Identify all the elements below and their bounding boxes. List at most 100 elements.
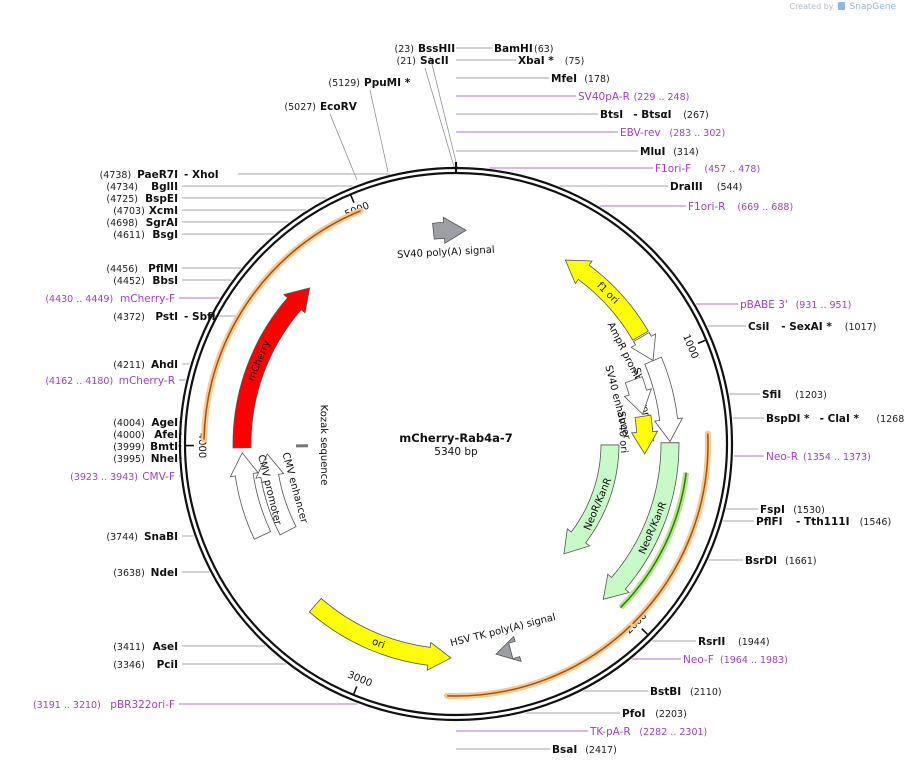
tick-mark xyxy=(350,195,355,203)
site-position: (75) xyxy=(565,56,585,67)
primer-range: (3191 .. 3210) xyxy=(33,700,101,711)
site-label: AseI(3411) xyxy=(113,641,178,653)
site-position: (3346) xyxy=(113,660,145,671)
orange-arc xyxy=(629,433,709,627)
feature-label: Kozak sequence xyxy=(318,405,330,486)
plasmid-size: 5340 bp xyxy=(434,446,478,458)
feature-label: SV40 ori xyxy=(615,411,629,454)
site-position: (63) xyxy=(534,44,554,55)
tick-mark xyxy=(353,686,358,695)
primer-name: SV40pA-R xyxy=(578,91,630,103)
primer-label: pBR322ori-F (3191 .. 3210) xyxy=(33,699,175,711)
site-suffix: - SexAI * xyxy=(781,321,832,333)
site-position: (4372) xyxy=(113,312,145,323)
site-name: FspI xyxy=(760,504,785,516)
site-name: NdeI xyxy=(151,567,178,579)
site-name: NheI xyxy=(151,453,178,465)
site-name: BspEI xyxy=(145,193,178,205)
site-position: (4698) xyxy=(106,218,138,229)
feature-mcherry xyxy=(232,287,311,449)
site-position: (4211) xyxy=(113,360,145,371)
feature-label: ori xyxy=(370,636,386,651)
site-name: PflFI xyxy=(756,516,783,528)
site-position: (1944) xyxy=(738,637,770,648)
leader-line xyxy=(424,67,456,171)
site-label: XcmI (4703) xyxy=(113,205,178,217)
site-label: PciI(3346) xyxy=(113,659,178,671)
orange-arcs xyxy=(201,207,711,699)
site-position: (178) xyxy=(584,74,610,85)
tick-mark xyxy=(697,339,706,345)
site-label: BmtI(3999) xyxy=(113,441,178,453)
primer-range: (1964 .. 1983) xyxy=(720,655,788,666)
site-name: SgrAI xyxy=(146,217,178,229)
snapgene-logo-icon xyxy=(838,2,846,10)
site-label: BsgI(4611) xyxy=(113,229,178,241)
primer-label: mCherry-F(4430 .. 4449) xyxy=(45,293,175,305)
site-position: (1268) xyxy=(876,414,904,425)
site-label: NdeI(3638) xyxy=(113,567,178,579)
site-position: (1546) xyxy=(860,517,892,528)
site-name: AhdI xyxy=(151,359,178,371)
site-label: SnaBI(3744) xyxy=(106,531,178,543)
site-label: PflMI (4456) xyxy=(106,263,178,275)
primer-name: F1ori-F xyxy=(655,163,691,175)
site-position: (2203) xyxy=(655,709,687,720)
site-label: AgeI(4004) xyxy=(113,417,178,429)
site-position: (3744) xyxy=(106,532,138,543)
site-name: BssHII xyxy=(418,43,455,55)
feature-f1-ori xyxy=(564,259,649,341)
leader-line xyxy=(329,113,358,181)
primer-range: (3923 .. 3943) xyxy=(70,472,138,483)
site-label: PstI(4372)- SbfI xyxy=(113,311,215,323)
site-position: (267) xyxy=(683,110,709,121)
primer-label: mCherry-R(4162 .. 4180) xyxy=(45,375,175,387)
site-name: PfoI xyxy=(622,708,645,720)
site-position: (21) xyxy=(396,56,416,67)
site-name: DraIII xyxy=(670,181,703,193)
primer-range: (669 .. 688) xyxy=(737,202,793,213)
site-position: (4725) xyxy=(106,194,138,205)
feature-cmv-enhancer xyxy=(255,453,297,536)
primer-name: EBV-rev xyxy=(620,127,661,139)
backbone xyxy=(178,162,734,722)
site-label: BbsI (4452) xyxy=(113,275,178,287)
site-position: (2110) xyxy=(690,687,722,698)
site-position: (1530) xyxy=(793,505,825,516)
site-suffix: - XhoI xyxy=(184,169,219,181)
feature-sv40-promoter xyxy=(644,356,684,443)
site-position: (4734) xyxy=(106,182,138,193)
tick-label: 1000 xyxy=(680,333,700,361)
site-position: (1203) xyxy=(795,390,827,401)
leader-lines xyxy=(178,47,764,750)
primer-range: (2282 .. 2301) xyxy=(639,727,707,738)
primer-name: TK-pA-R xyxy=(589,726,631,738)
site-name: EcoRV xyxy=(320,101,358,113)
site-suffix: - SbfI xyxy=(184,311,216,323)
primer-range: (4162 .. 4180) xyxy=(45,376,113,387)
site-name: MfeI xyxy=(551,73,577,85)
site-name: BsaI xyxy=(552,744,577,756)
primer-range: (931 .. 951) xyxy=(796,300,852,311)
site-position: (4703) xyxy=(113,206,145,217)
site-position: (4456) xyxy=(106,264,138,275)
site-position: (3999) xyxy=(113,442,145,453)
site-name: BbsI xyxy=(152,275,178,287)
site-name: XbaI * xyxy=(518,55,554,67)
site-label: AfeI(4000) xyxy=(113,429,178,441)
feature-label: HSV TK poly(A) signal xyxy=(449,612,557,649)
site-position: (4004) xyxy=(113,418,145,429)
site-name: XcmI xyxy=(149,205,178,217)
primer-range: (4430 .. 4449) xyxy=(45,294,113,305)
primer-name: pBR322ori-F xyxy=(110,699,175,711)
site-position: (5027) xyxy=(284,102,316,113)
site-name: PflMI xyxy=(148,263,178,275)
tick-label: 3000 xyxy=(346,670,374,690)
site-name: BstBI xyxy=(650,686,681,698)
site-label: BspEI (4725) xyxy=(106,193,178,205)
site-position: (544) xyxy=(717,182,743,193)
site-position: (4452) xyxy=(113,276,145,287)
site-name: PpuMI * xyxy=(364,77,411,89)
